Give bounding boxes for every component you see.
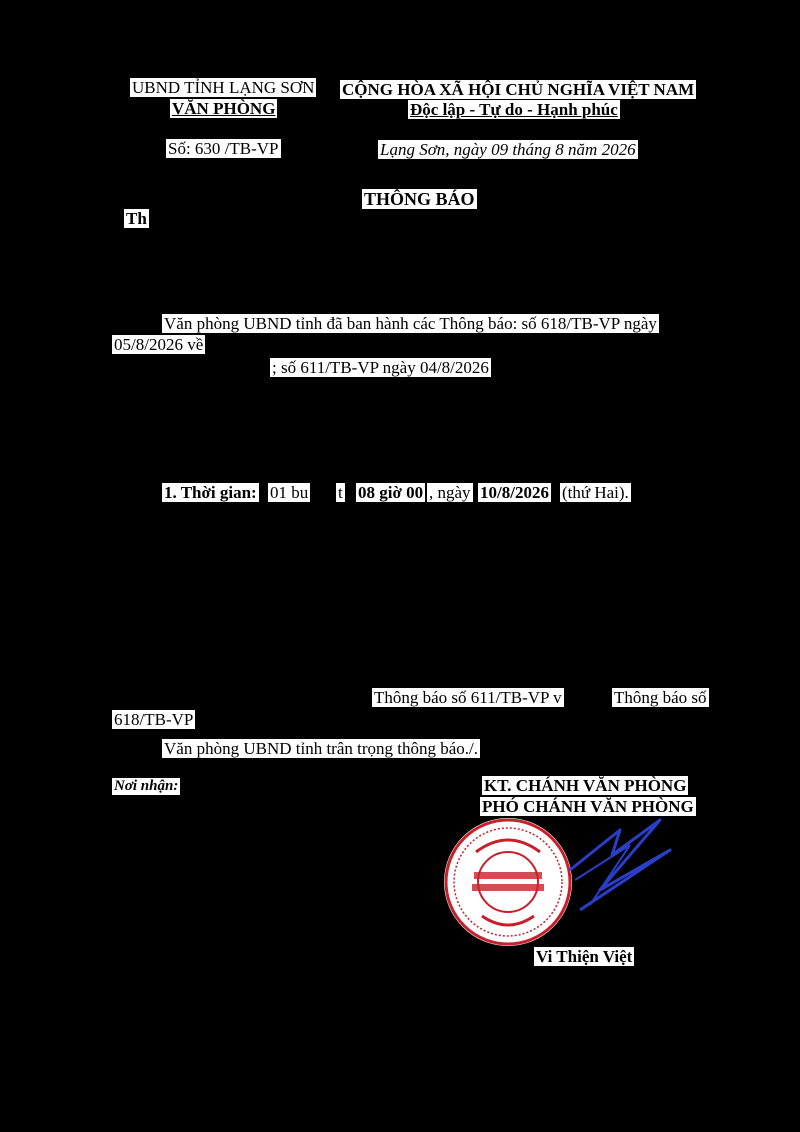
- time-label: 1. Thời gian:: [162, 483, 259, 502]
- reference-line-1b: Thông báo số: [612, 688, 709, 707]
- time-date: 10/8/2026: [478, 483, 551, 502]
- time-text-a: 01 bu: [268, 483, 311, 502]
- recipients-label: Nơi nhận:: [112, 778, 181, 795]
- time-weekday: (thứ Hai).: [560, 483, 631, 502]
- time-text-b: t: [336, 483, 345, 502]
- agency-name: UBND TỈNH LẠNG SƠN: [130, 78, 317, 97]
- reference-line-2: 618/TB-VP: [112, 710, 196, 729]
- signer-title-1: KT. CHÁNH VĂN PHÒNG: [482, 776, 689, 795]
- signer-title-2: PHÓ CHÁNH VĂN PHÒNG: [480, 797, 696, 816]
- national-motto: Độc lập - Tự do - Hạnh phúc: [408, 100, 620, 119]
- place-date: Lạng Sơn, ngày 09 tháng 8 năm 2026: [378, 140, 638, 159]
- document-number: Số: 630 /TB-VP: [166, 139, 281, 158]
- time-hour: 08 giờ 00: [356, 483, 426, 502]
- body-line-1: Văn phòng UBND tỉnh đã ban hành các Thôn…: [162, 314, 659, 333]
- signature-icon: [569, 818, 672, 912]
- closing-line: Văn phòng UBND tỉnh trân trọng thông báo…: [162, 739, 480, 758]
- time-sep: , ngày: [427, 483, 473, 502]
- title-fragment: Th: [124, 209, 149, 228]
- official-seal-icon: [444, 818, 572, 946]
- nation-title: CỘNG HÒA XÃ HỘI CHỦ NGHĨA VIỆT NAM: [340, 80, 697, 99]
- body-line-2: 05/8/2026 về: [112, 335, 206, 354]
- reference-line-1a: Thông báo số 611/TB-VP v: [372, 688, 564, 707]
- office-name: VĂN PHÒNG: [170, 99, 278, 118]
- body-line-3: ; số 611/TB-VP ngày 04/8/2026: [270, 358, 491, 377]
- signer-name: Vi Thiện Việt: [534, 947, 635, 966]
- document-title: THÔNG BÁO: [362, 189, 477, 209]
